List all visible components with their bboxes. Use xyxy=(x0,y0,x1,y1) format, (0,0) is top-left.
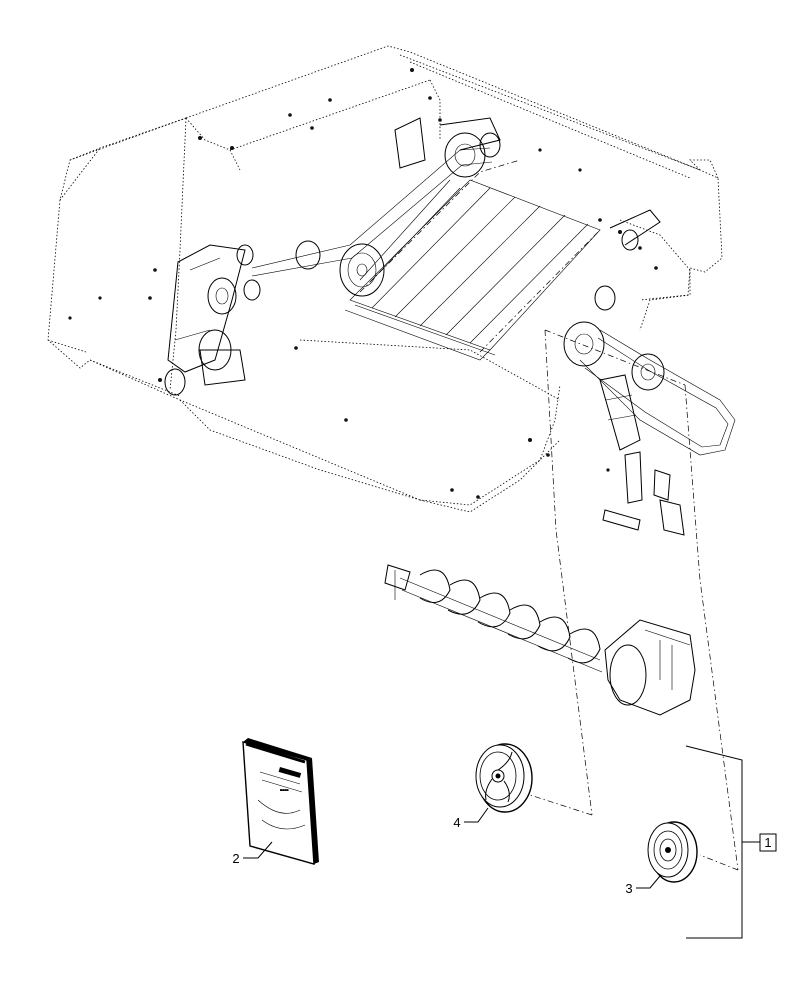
callout-2[interactable]: 2 xyxy=(232,841,273,866)
drive-pulleys xyxy=(164,132,665,396)
callout-1[interactable]: 1 xyxy=(685,745,777,939)
drive-belts xyxy=(251,147,736,456)
pulley-small xyxy=(647,821,698,883)
callout-1-label: 1 xyxy=(764,835,771,850)
manual-cover-text: ▄▄▄▄ xyxy=(280,787,289,791)
callout-3[interactable]: 3 xyxy=(625,875,661,896)
callout-3-label: 3 xyxy=(625,881,632,896)
assembly-center-lines xyxy=(529,329,739,871)
pulley-large xyxy=(475,743,533,813)
operator-manual: ▄▄▄▄ xyxy=(242,738,319,865)
frame-bolts xyxy=(68,68,658,499)
right-drive-assembly xyxy=(599,374,685,536)
callout-2-label: 2 xyxy=(232,851,239,866)
baler-frame-assembly xyxy=(47,45,723,513)
auger-assembly xyxy=(384,564,696,716)
tensioner-arms xyxy=(394,117,661,246)
callout-4-label: 4 xyxy=(453,815,460,830)
callout-4[interactable]: 4 xyxy=(453,807,489,830)
conveyor-slats xyxy=(344,159,601,361)
left-gearbox xyxy=(167,244,246,386)
